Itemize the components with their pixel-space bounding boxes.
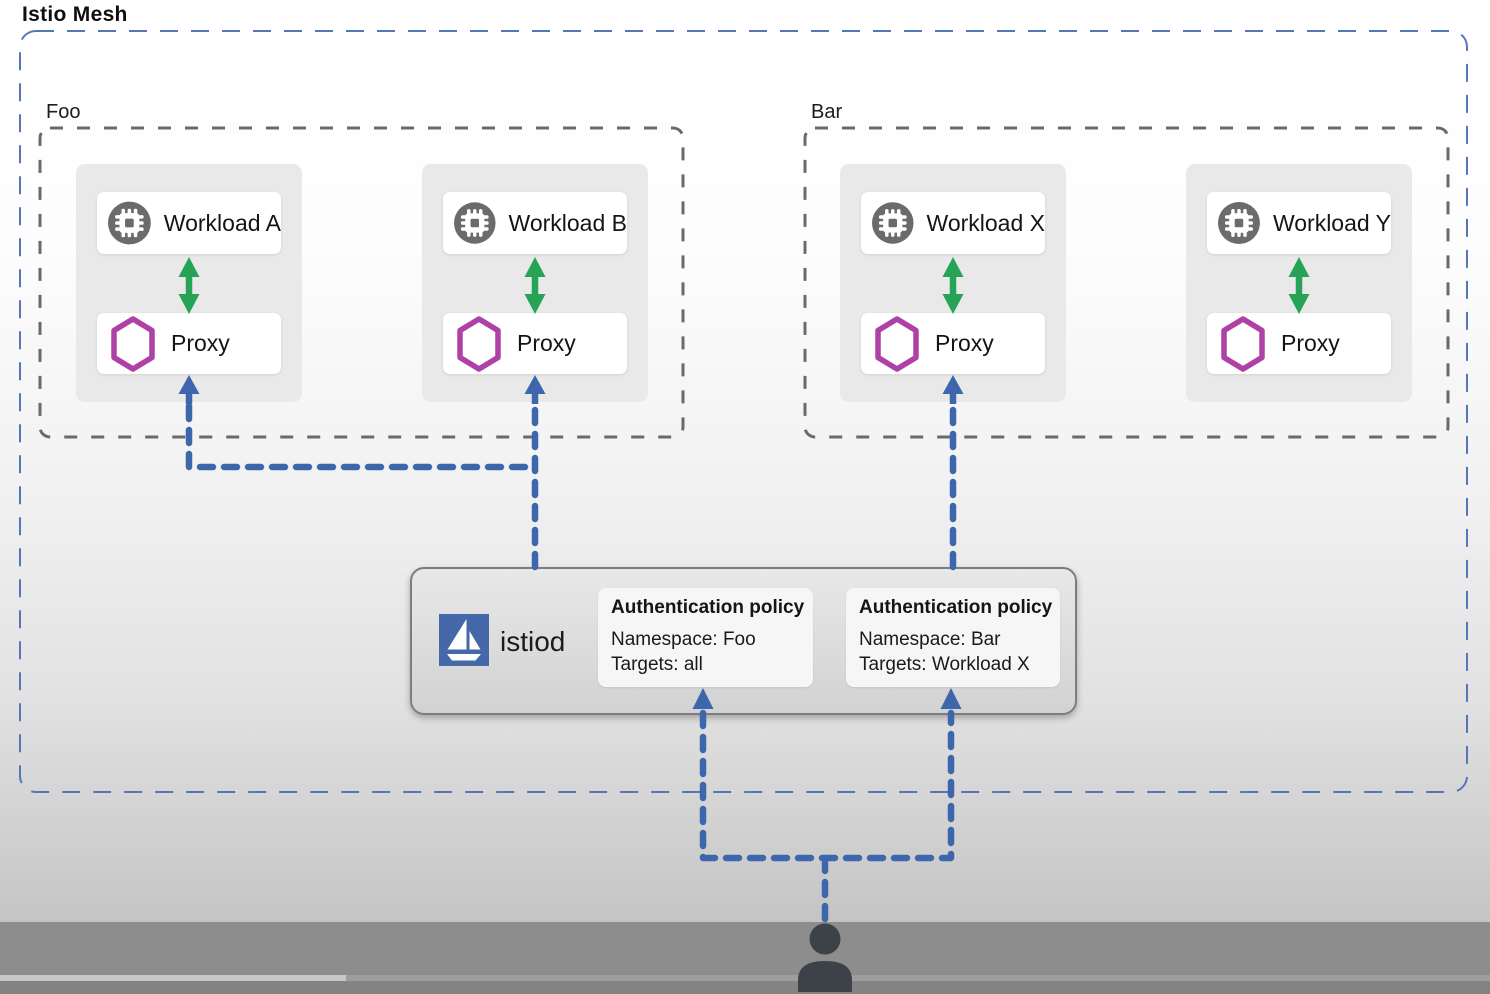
proxy-card: Proxy xyxy=(443,313,627,374)
chip-icon xyxy=(108,201,151,245)
auth-policy-card-foo: Authentication policy Namespace: Foo Tar… xyxy=(598,588,813,687)
namespace-bar-label: Bar xyxy=(811,101,843,123)
proxy-label: Proxy xyxy=(517,330,576,356)
istiod-box: istiod Authentication policy Namespace: … xyxy=(410,567,1077,715)
chip-icon xyxy=(872,202,914,244)
player-band-lower xyxy=(0,981,1490,994)
workload-label: Workload B xyxy=(508,209,627,236)
auth-policy-card-bar: Authentication policy Namespace: Bar Tar… xyxy=(846,588,1060,687)
workload-group-a: Workload A Proxy xyxy=(76,164,302,402)
workload-card: Workload X xyxy=(861,192,1045,254)
auth-policy-targets: Targets: all xyxy=(611,654,703,675)
auth-policy-namespace: Namespace: Bar xyxy=(859,629,1001,650)
progress-bar-played[interactable] xyxy=(0,975,346,981)
workload-label: Workload A xyxy=(163,209,281,236)
proxy-label: Proxy xyxy=(1281,330,1340,356)
person-icon xyxy=(798,923,852,992)
auth-policy-title: Authentication policy xyxy=(859,597,1053,618)
istiod-config-connector xyxy=(185,402,957,571)
workload-group-y: Workload Y Proxy xyxy=(1186,164,1412,402)
hexagon-icon xyxy=(875,315,919,372)
workload-label: Workload X xyxy=(926,209,1045,236)
workload-group-b: Workload B Proxy xyxy=(422,164,648,402)
user-policy-connector xyxy=(699,709,955,923)
workload-card: Workload B xyxy=(443,192,627,254)
proxy-card: Proxy xyxy=(97,313,281,374)
auth-policy-title: Authentication policy xyxy=(611,597,805,618)
istio-sail-icon xyxy=(439,614,489,666)
workload-card: Workload Y xyxy=(1207,192,1391,254)
proxy-card: Proxy xyxy=(861,313,1045,374)
progress-bar-track[interactable] xyxy=(0,975,1490,981)
hexagon-icon xyxy=(457,315,501,372)
proxy-card: Proxy xyxy=(1207,313,1391,374)
chip-icon xyxy=(454,202,496,244)
workload-label: Workload Y xyxy=(1272,209,1391,236)
workload-group-x: Workload X Proxy xyxy=(840,164,1066,402)
hexagon-icon xyxy=(111,315,155,372)
chip-icon xyxy=(1218,202,1260,244)
auth-policy-targets: Targets: Workload X xyxy=(859,654,1030,675)
istiod-label: istiod xyxy=(500,626,566,657)
istio-mesh-label: Istio Mesh xyxy=(22,3,128,26)
hexagon-icon xyxy=(1221,315,1265,372)
auth-policy-namespace: Namespace: Foo xyxy=(611,629,756,650)
proxy-label: Proxy xyxy=(935,330,994,356)
workload-card: Workload A xyxy=(97,192,281,254)
proxy-label: Proxy xyxy=(171,330,230,356)
namespace-foo-label: Foo xyxy=(46,101,81,123)
